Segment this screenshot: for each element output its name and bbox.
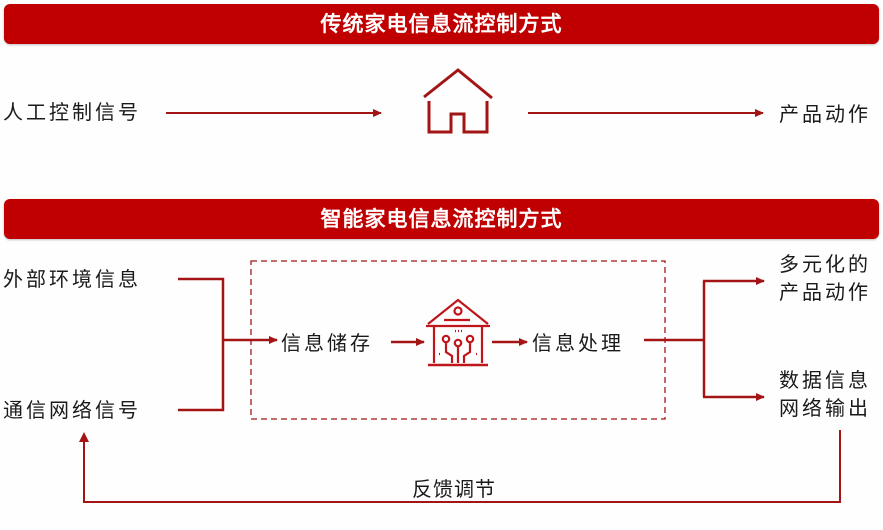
traditional-section-banner: 传统家电信息流控制方式 bbox=[4, 4, 879, 44]
feedback-arrowhead bbox=[79, 432, 89, 442]
smart-section-banner: 智能家电信息流控制方式 bbox=[4, 199, 879, 239]
manual-control-signal-label: 人工控制信号 bbox=[3, 100, 141, 124]
input-merge-bracket bbox=[178, 277, 225, 412]
diversified-product-action-line1: 多元化的 bbox=[779, 252, 871, 276]
info-processing-label: 信息处理 bbox=[532, 331, 624, 355]
data-network-output-label: 数据信息 网络输出 bbox=[779, 366, 871, 422]
diversified-product-action-line2: 产品动作 bbox=[779, 280, 871, 304]
data-network-output-line1: 数据信息 bbox=[779, 368, 871, 392]
external-environment-info-label: 外部环境信息 bbox=[3, 267, 141, 291]
smart-house-circuit-icon bbox=[426, 298, 490, 367]
feedback-loop-line bbox=[83, 430, 841, 503]
feedback-regulation-label: 反馈调节 bbox=[412, 477, 496, 501]
communication-network-signal-label: 通信网络信号 bbox=[3, 398, 141, 422]
diversified-product-action-label: 多元化的 产品动作 bbox=[779, 250, 871, 306]
smart-section-title: 智能家电信息流控制方式 bbox=[320, 206, 563, 231]
product-action-label: 产品动作 bbox=[779, 102, 871, 126]
data-network-output-line2: 网络输出 bbox=[779, 396, 871, 420]
house-icon bbox=[423, 68, 493, 134]
traditional-section-title: 传统家电信息流控制方式 bbox=[320, 11, 563, 36]
info-storage-label: 信息储存 bbox=[281, 331, 373, 355]
